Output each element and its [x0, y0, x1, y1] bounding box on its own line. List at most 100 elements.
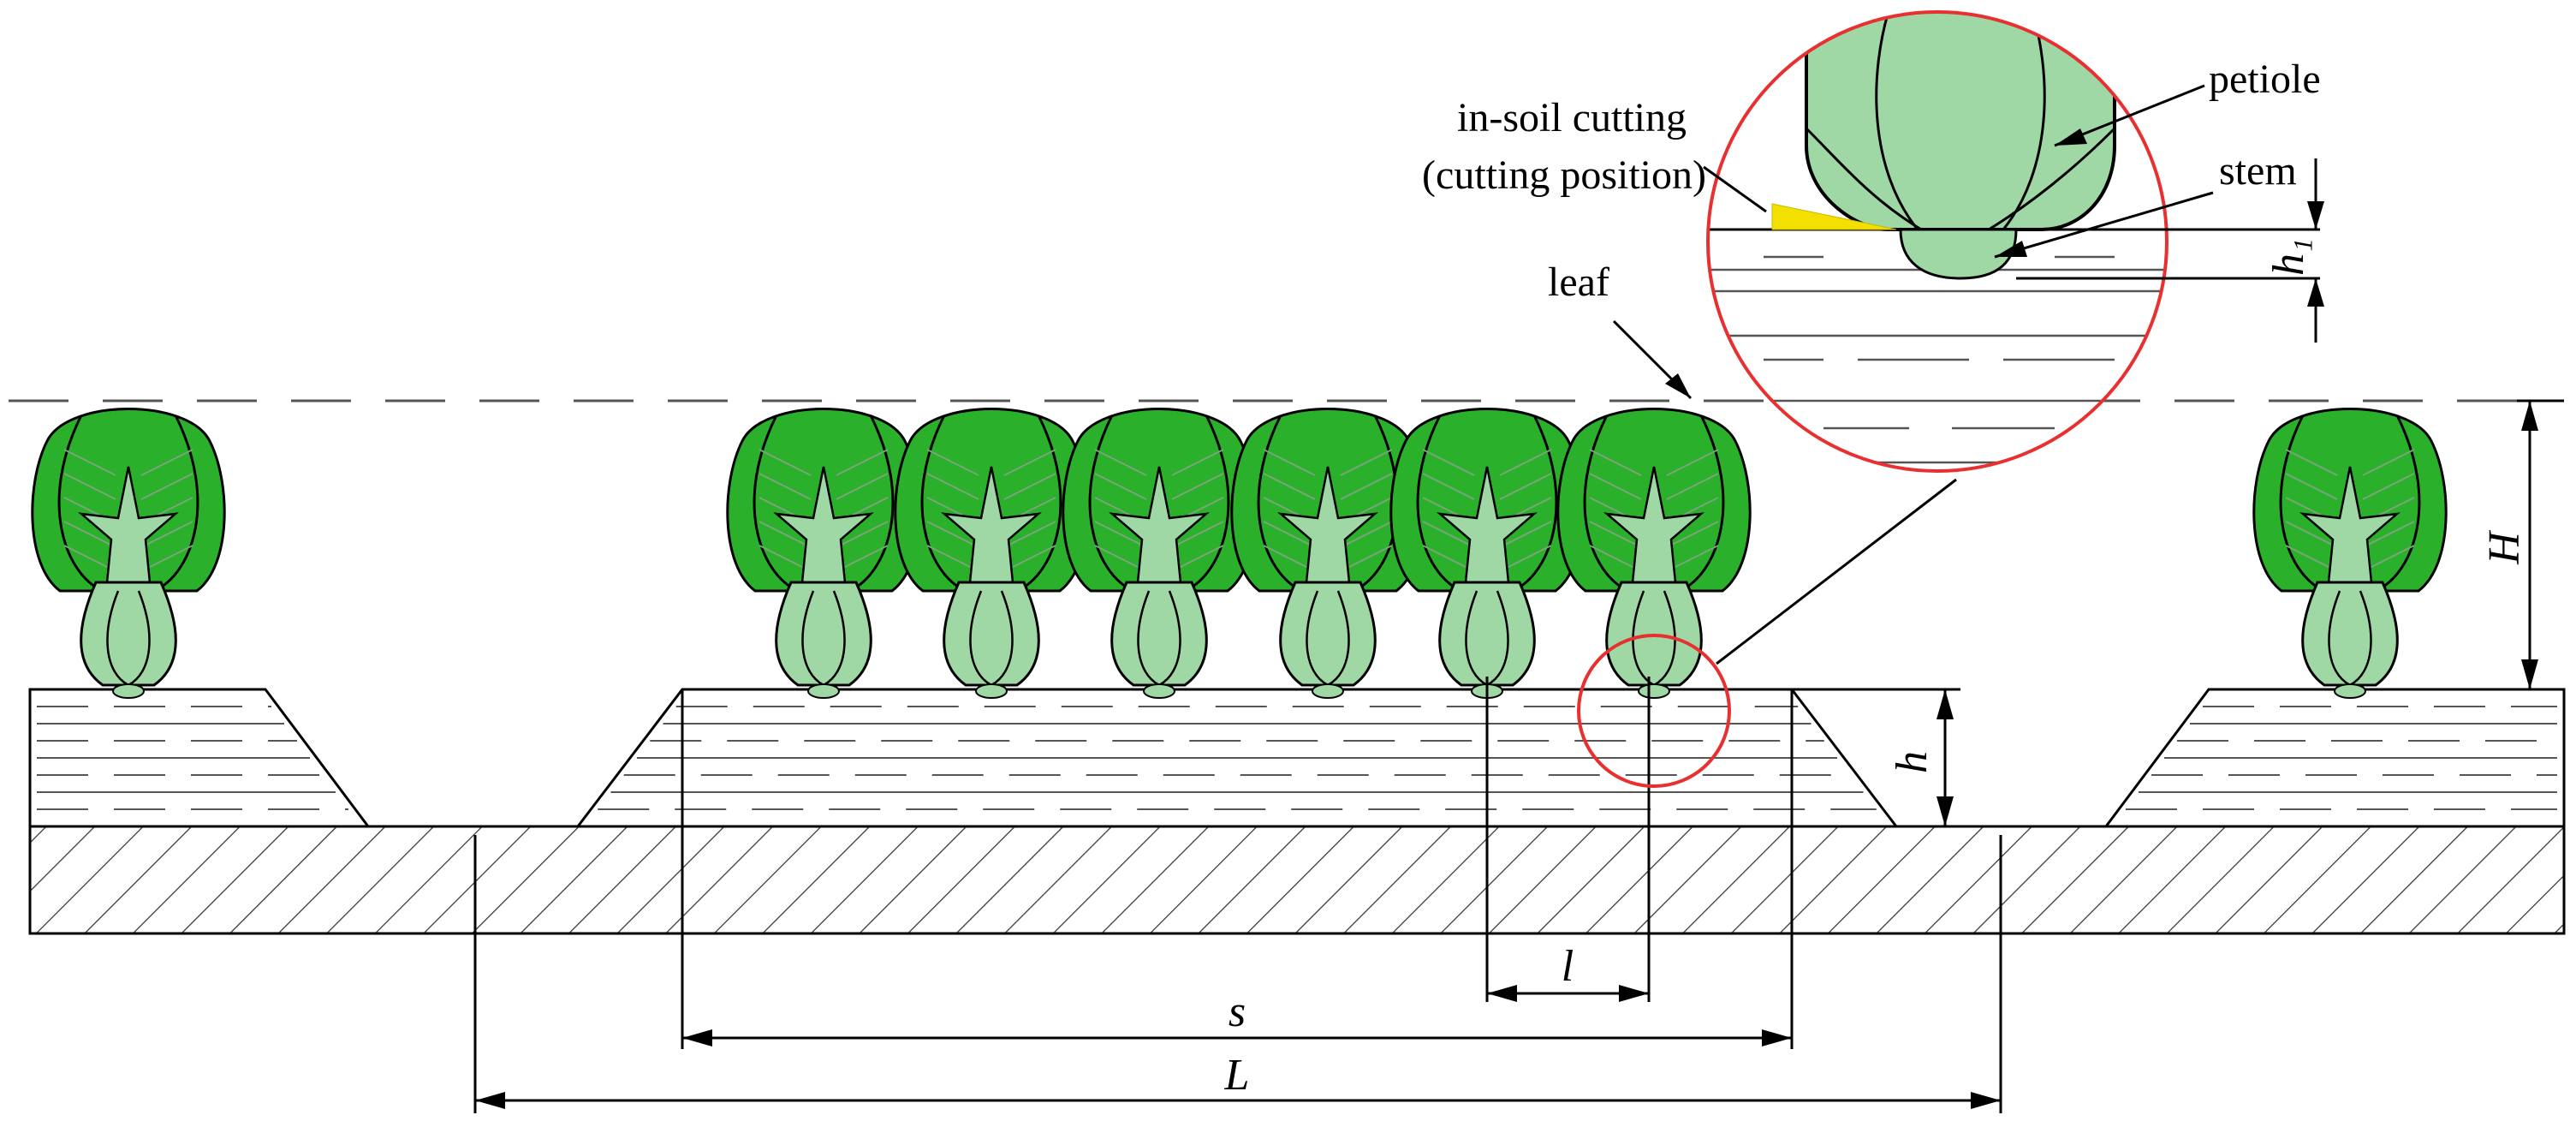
petiole-line [2328, 590, 2351, 687]
detail-marker-circle [1577, 634, 1731, 788]
bok-choy-plant [1230, 408, 1425, 699]
leaf-vein [63, 449, 116, 476]
leaf-fold [57, 414, 104, 593]
leaf-vein [1422, 545, 1475, 572]
petiole-bulb [943, 581, 1040, 687]
leaf-vein [1003, 521, 1056, 548]
petiole-line [2349, 590, 2372, 687]
leaf-vein [1499, 521, 1552, 548]
leaf-vein [759, 449, 812, 476]
cutting-position-label: (cutting position) [1422, 152, 1706, 198]
leaf-vein [2285, 449, 2338, 476]
in-soil-cutting-label: in-soil cutting [1457, 95, 1687, 140]
leaf-vein [1666, 545, 1719, 572]
H-dimension-label: H [2480, 530, 2529, 565]
leaf-vein [1666, 521, 1719, 548]
l-dimension-label: l [1562, 942, 1574, 991]
leaf-vein [759, 473, 812, 500]
leaf-vein [1263, 449, 1316, 476]
zoom-petiole [1805, 12, 2116, 250]
leaf-vein [1340, 545, 1393, 572]
petiole-bulb [775, 581, 872, 687]
stem-base [1638, 683, 1670, 699]
leaf-vein [1171, 473, 1224, 500]
leaf-vein [1263, 473, 1316, 500]
leaf-fold [1583, 414, 1629, 593]
leaf-label: leaf [1548, 259, 1609, 305]
petiole-line [1465, 590, 1488, 687]
zoom-detail-view [1706, 10, 2324, 473]
leaf-fold [1512, 414, 1558, 593]
leaf-vein [63, 521, 116, 548]
bok-choy-plant [894, 408, 1089, 699]
leaf-fold [2279, 414, 2325, 593]
leaf-vein [1422, 449, 1475, 476]
petiole-label: petiole [2209, 57, 2321, 102]
leaf-vein [1003, 545, 1056, 572]
petiole-line [1137, 590, 1160, 687]
petiole-bulb [1110, 581, 1208, 687]
stem-label: stem [2219, 148, 2297, 194]
leaf-vein [1589, 473, 1642, 500]
stem-base [112, 683, 145, 699]
leaf-vein [1003, 473, 1056, 500]
leaf-vein [1263, 521, 1316, 548]
leaf-vein [926, 545, 979, 572]
plant-row [31, 408, 2448, 699]
petiole-bulb [80, 581, 177, 687]
petiole-line [1653, 590, 1676, 687]
bok-choy-plant [31, 408, 226, 699]
petiole-line [1327, 590, 1350, 687]
leaf-vein [1589, 545, 1642, 572]
soil-beds [28, 688, 2566, 828]
leaf-vein [1340, 449, 1393, 476]
leaf-vein [1003, 449, 1056, 476]
leaf-fold [1257, 414, 1303, 593]
leaf-fold [1679, 414, 1725, 593]
leaf-vein [1499, 449, 1552, 476]
leaf-vein [759, 521, 812, 548]
leaf-vein [1094, 449, 1147, 476]
leaf-vein [836, 449, 889, 476]
zoom-soil-lines [1708, 228, 2167, 464]
leaf-fold [848, 414, 895, 593]
L-dimension-label: L [1224, 1051, 1250, 1100]
leaf-vein [2362, 473, 2415, 500]
leaf-fold [1016, 414, 1062, 593]
leaf-vein [140, 473, 193, 500]
petiole-line [106, 590, 129, 687]
leaf-vein [1094, 521, 1147, 548]
leaf-fold [1088, 414, 1134, 593]
leaf-vein [1499, 473, 1552, 500]
leaf-vein [1171, 449, 1224, 476]
leaf-vein [2285, 521, 2338, 548]
petiole-bulb [1438, 581, 1536, 687]
leaf-vein [836, 521, 889, 548]
leaf-vein [1171, 521, 1224, 548]
leaf-vein [63, 545, 116, 572]
leaf-vein [140, 449, 193, 476]
stem-base [807, 683, 840, 699]
leaf-vein [1666, 473, 1719, 500]
petiole-line [1306, 590, 1329, 687]
bok-choy-plant [1556, 408, 1752, 699]
leaf-fold [753, 414, 799, 593]
leaf-vein [2285, 473, 2338, 500]
leaf-vein [1589, 449, 1642, 476]
petiole-line [1486, 590, 1509, 687]
petiole-line [1158, 590, 1181, 687]
soil-bed [2103, 688, 2566, 828]
leaf-vein [926, 521, 979, 548]
leaf-vein [1340, 473, 1393, 500]
detail-leader-line [1716, 478, 1957, 665]
leaf-fold [1184, 414, 1230, 593]
leaf-vein [140, 545, 193, 572]
leaf-vein [63, 473, 116, 500]
leaf-vein [140, 521, 193, 548]
leaf-vein [1094, 545, 1147, 572]
leaf-vein [1499, 545, 1552, 572]
petiole-line [991, 590, 1014, 687]
leaf-vein [1340, 521, 1393, 548]
bok-choy-plant [726, 408, 921, 699]
bok-choy-plant [2252, 408, 2448, 699]
